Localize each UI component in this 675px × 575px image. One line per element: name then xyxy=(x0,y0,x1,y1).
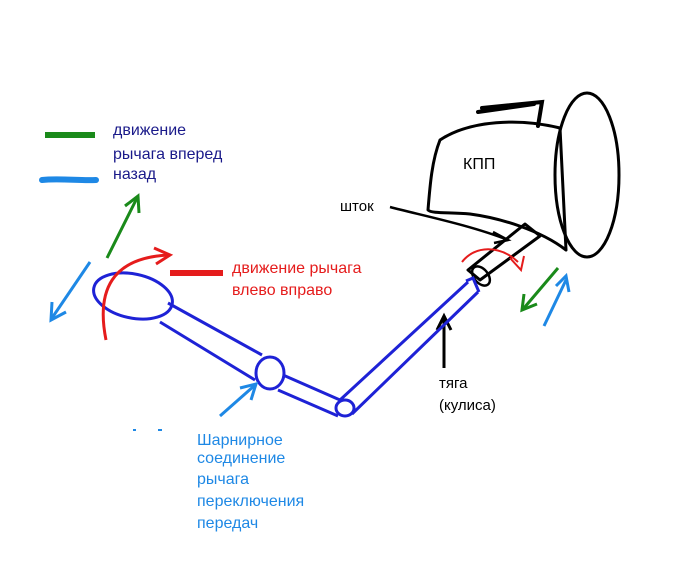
legend-backward-label: назад xyxy=(113,166,157,183)
lever-lower-arm xyxy=(277,373,341,418)
rod-pointer xyxy=(389,205,509,242)
gearbox-forward-arrow-head xyxy=(520,293,538,313)
lever-lateral-arrow-head xyxy=(153,246,174,266)
gearbox-bell xyxy=(553,91,621,259)
rod-lateral-arrow-head xyxy=(509,255,525,273)
joint-label-2: соединение xyxy=(197,450,286,467)
joint-pointer-arrow-head xyxy=(239,381,259,401)
gearbox-label: КПП xyxy=(463,156,496,173)
lever-forward-arrow-head xyxy=(124,193,141,214)
lateral-label-1: движение рычага xyxy=(232,260,362,277)
gearbox-top-mount xyxy=(476,99,545,128)
link-label-2: (кулиса) xyxy=(439,397,496,414)
lever-arm xyxy=(159,301,263,382)
lever-elbow xyxy=(334,398,356,418)
gearbox-backward-arrow xyxy=(542,279,568,327)
lever-lateral-arrow xyxy=(101,253,169,341)
legend-backward-swatch xyxy=(39,176,99,184)
joint-label-5: передач xyxy=(197,515,259,532)
gearbox-body xyxy=(426,120,568,252)
lever-backward-arrow xyxy=(50,261,92,319)
lateral-label-2: влево вправо xyxy=(232,282,333,299)
link-rod-cap xyxy=(465,276,481,293)
legend-forward-label-2: рычага вперед xyxy=(113,146,223,163)
gearbox-forward-arrow xyxy=(522,267,560,309)
rod-lateral-arrow xyxy=(461,248,519,263)
link-rod xyxy=(338,280,480,416)
joint-pointer-arrow xyxy=(219,384,255,418)
joint-label-1: Шарнирное xyxy=(197,432,283,449)
rod-label: шток xyxy=(340,198,374,215)
joint-label-4: переключения xyxy=(197,493,305,510)
gearbox-backward-arrow-head xyxy=(554,272,571,293)
lever-joint xyxy=(254,355,286,391)
link-label-1: тяга xyxy=(439,375,468,392)
legend-forward-label: движение xyxy=(113,122,187,139)
rod-pointer-head xyxy=(492,230,512,245)
link-arrow-head xyxy=(435,312,453,331)
lever-backward-arrow-head xyxy=(49,301,67,323)
joint-label-3: рычага xyxy=(197,471,250,488)
lever-forward-arrow xyxy=(105,197,139,259)
